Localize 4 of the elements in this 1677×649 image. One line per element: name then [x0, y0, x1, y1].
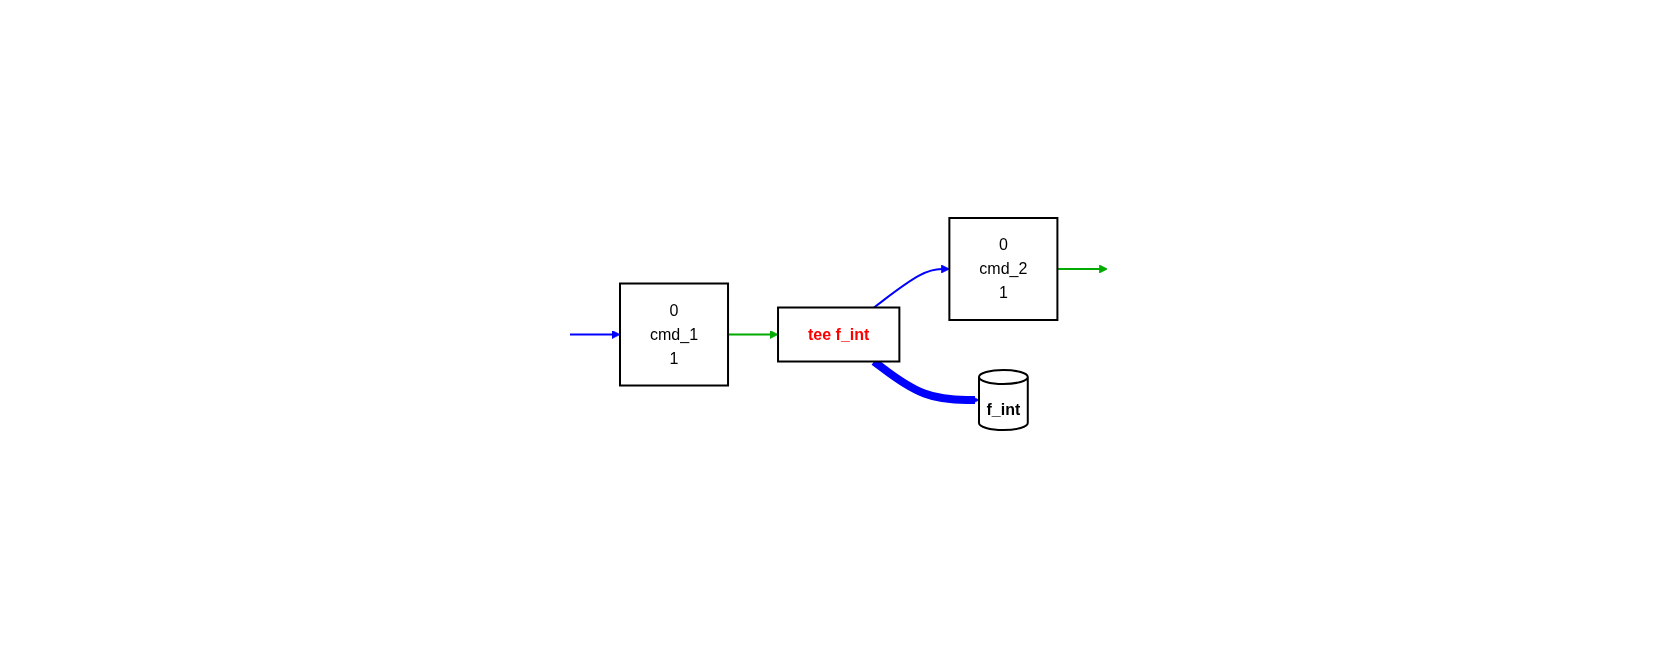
node-box: 0 cmd_2 1 — [948, 217, 1059, 322]
node-box: tee f_int — [776, 307, 901, 363]
arrow — [872, 265, 950, 309]
node-box: 0 cmd_1 1 — [618, 283, 729, 387]
